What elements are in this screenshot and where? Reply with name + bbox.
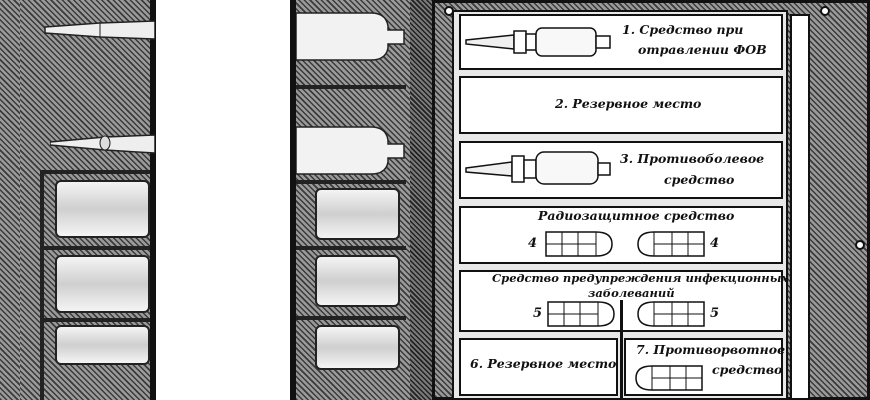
slot-6 bbox=[459, 338, 618, 396]
divider bbox=[296, 180, 406, 184]
slot-5-right-number: 5 bbox=[710, 306, 720, 321]
pill-case-icon bbox=[547, 301, 615, 327]
divider bbox=[40, 172, 44, 400]
slot-1-label-line1: 1. Средство при bbox=[622, 22, 744, 37]
pill-case-icon bbox=[545, 231, 613, 257]
slot-5-label-line2: заболеваний bbox=[588, 286, 675, 300]
slot-1-label-line2: отравлении ФОВ bbox=[638, 42, 767, 57]
slot-3-label-line2: средство bbox=[664, 172, 735, 187]
divider bbox=[296, 246, 406, 250]
slot-7-label-line1: 7. Противорвотное bbox=[636, 342, 786, 357]
syringe-tube-icon bbox=[465, 27, 611, 57]
syringe-tube-icon bbox=[44, 20, 155, 40]
vial-icon bbox=[296, 126, 405, 175]
side-strip bbox=[790, 14, 810, 400]
divider bbox=[296, 316, 406, 320]
slot-7-label-line2: средство bbox=[712, 362, 783, 377]
divider bbox=[296, 85, 406, 89]
pill-case-icon bbox=[637, 231, 705, 257]
divider bbox=[40, 170, 150, 174]
slot-2-label: 2. Резервное место bbox=[555, 96, 702, 111]
slot-5-label-line1: Средство предупреждения инфекционных bbox=[492, 271, 789, 285]
screw-icon bbox=[855, 240, 865, 250]
pill-case-icon bbox=[637, 301, 705, 327]
case-middle-border bbox=[290, 0, 296, 400]
slot-4-title: Радиозащитное средство bbox=[538, 208, 735, 223]
slot-2 bbox=[459, 76, 783, 134]
divider bbox=[40, 246, 150, 250]
pill-case-icon bbox=[315, 255, 400, 307]
slot-3-label-line1: 3. Противоболевое bbox=[620, 151, 765, 166]
case-left-wall bbox=[0, 0, 20, 400]
pill-case-icon bbox=[635, 365, 703, 391]
pill-case-icon bbox=[55, 325, 150, 365]
syringe-tube-icon bbox=[50, 134, 155, 154]
screw-icon bbox=[820, 6, 830, 16]
slot-5-divider bbox=[620, 300, 623, 400]
pill-case-icon bbox=[315, 188, 400, 240]
divider bbox=[40, 318, 150, 322]
syringe-tube-icon bbox=[465, 151, 611, 185]
case-middle-wall bbox=[410, 0, 432, 400]
case-left-border bbox=[150, 0, 156, 400]
pill-case-icon bbox=[55, 255, 150, 313]
vial-icon bbox=[296, 12, 405, 61]
pill-case-icon bbox=[315, 325, 400, 370]
slot-6-label: 6. Резервное место bbox=[470, 356, 617, 371]
slot-3 bbox=[459, 141, 783, 199]
slot-4 bbox=[459, 206, 783, 264]
slot-5-left-number: 5 bbox=[533, 306, 543, 321]
pill-case-icon bbox=[55, 180, 150, 238]
slot-4-left-number: 4 bbox=[528, 236, 538, 251]
slot-4-right-number: 4 bbox=[710, 236, 720, 251]
